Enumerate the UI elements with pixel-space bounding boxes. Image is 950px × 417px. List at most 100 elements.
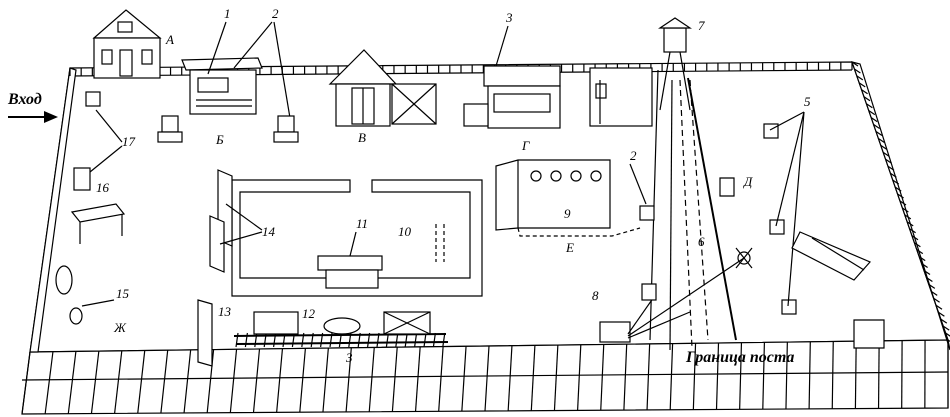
label-5: 5: [804, 94, 811, 109]
fence-slat: [935, 304, 943, 310]
rail-tie: [357, 332, 361, 348]
fence-post: [577, 344, 582, 411]
fence-slat: [923, 270, 931, 275]
fence-post: [808, 341, 811, 409]
label-11: 11: [356, 216, 368, 231]
fence-slat: [868, 110, 876, 116]
target-right-b: [273, 115, 299, 143]
fence-slat: [942, 325, 950, 331]
central-ground: [231, 179, 483, 297]
rail-tie: [254, 332, 258, 348]
rail-tie: [329, 332, 333, 348]
fence-post: [252, 348, 261, 413]
fence-post: [507, 345, 513, 411]
fence-slat: [930, 290, 938, 296]
right-fence-hatching: [851, 61, 950, 343]
fence-post: [553, 345, 559, 411]
fence-post: [438, 346, 444, 412]
label-1: 1: [224, 6, 231, 21]
fence-post: [669, 343, 674, 410]
fence-slat: [928, 283, 936, 289]
fence-slat: [897, 193, 904, 199]
post-border-label: Граница поста: [685, 349, 794, 366]
fence-post: [877, 340, 880, 409]
zone-d-label: Д: [742, 174, 753, 189]
fence-slat: [926, 276, 933, 282]
zone-a-label: А: [165, 32, 174, 47]
rail-tie: [423, 332, 427, 348]
leader-2a-1: [233, 21, 273, 69]
shelter-b: [181, 57, 263, 115]
zone-e-label: Е: [565, 240, 574, 255]
fence-post: [414, 346, 421, 412]
fence-post: [345, 347, 352, 412]
fence-slat: [861, 89, 868, 95]
label-15: 15: [116, 286, 130, 301]
rail-tie: [338, 332, 342, 348]
leader-1: [207, 21, 227, 75]
fence-post: [276, 348, 284, 413]
rail-tie: [291, 332, 295, 348]
fence-slat: [914, 242, 921, 248]
fence-slat: [906, 221, 914, 227]
zone-g-label: Г: [521, 138, 530, 153]
fence-slat: [892, 179, 900, 185]
leader-14-2: [219, 231, 263, 245]
item-10: [435, 224, 445, 262]
label-17: 17: [122, 134, 136, 149]
fence-post: [762, 342, 765, 410]
label-3a: 3: [505, 10, 513, 25]
rail-tie: [235, 332, 239, 348]
targets-right: [763, 111, 805, 315]
fence-slat: [870, 117, 878, 123]
fence-slat: [911, 235, 919, 241]
rail-tie: [263, 332, 267, 348]
fence-post: [368, 347, 375, 412]
watch-tower: [658, 17, 692, 111]
leader-2a-2: [273, 21, 291, 119]
fence-post: [854, 341, 857, 409]
fence-post: [229, 349, 238, 413]
rail-tie: [282, 332, 286, 348]
fence-post: [623, 344, 628, 411]
rail-tie: [244, 332, 248, 348]
fence-post: [44, 351, 54, 414]
fence-post: [600, 344, 605, 411]
fence-post: [114, 350, 123, 414]
fence-post: [461, 346, 467, 412]
zone-d-figures: [719, 177, 885, 349]
fence-post: [90, 351, 100, 414]
label-2a: 2: [272, 6, 279, 21]
rail-tie: [442, 332, 446, 348]
fence-slat: [890, 172, 897, 178]
fence-slat: [873, 124, 880, 130]
label-13: 13: [218, 304, 232, 319]
vehicle-g: [463, 65, 561, 129]
fence-slat: [885, 158, 892, 164]
wall-13: [197, 299, 213, 367]
label-8: 8: [592, 288, 599, 303]
zone-b-label: Б: [215, 132, 224, 147]
zone-v-label: В: [358, 130, 366, 145]
fence-post: [299, 348, 306, 413]
fence-post: [21, 351, 31, 415]
fence-posts: [21, 340, 949, 415]
rail-tie: [273, 332, 277, 348]
fence-slat: [947, 339, 950, 343]
rail-tie: [376, 332, 380, 348]
rail-tie: [301, 332, 305, 348]
building-v: [328, 49, 437, 127]
target-8: [641, 283, 657, 301]
fence-slat: [933, 297, 940, 303]
fence-post: [692, 343, 697, 410]
leader-2b: [629, 163, 647, 205]
room-structure: [589, 67, 653, 127]
rail-tie: [385, 332, 389, 348]
fence-slat: [894, 186, 902, 192]
building-9: [495, 159, 641, 237]
fence-slat: [851, 61, 859, 67]
target-left-b: [157, 115, 183, 143]
rail-ramp: [791, 231, 872, 281]
label-10: 10: [398, 224, 412, 239]
